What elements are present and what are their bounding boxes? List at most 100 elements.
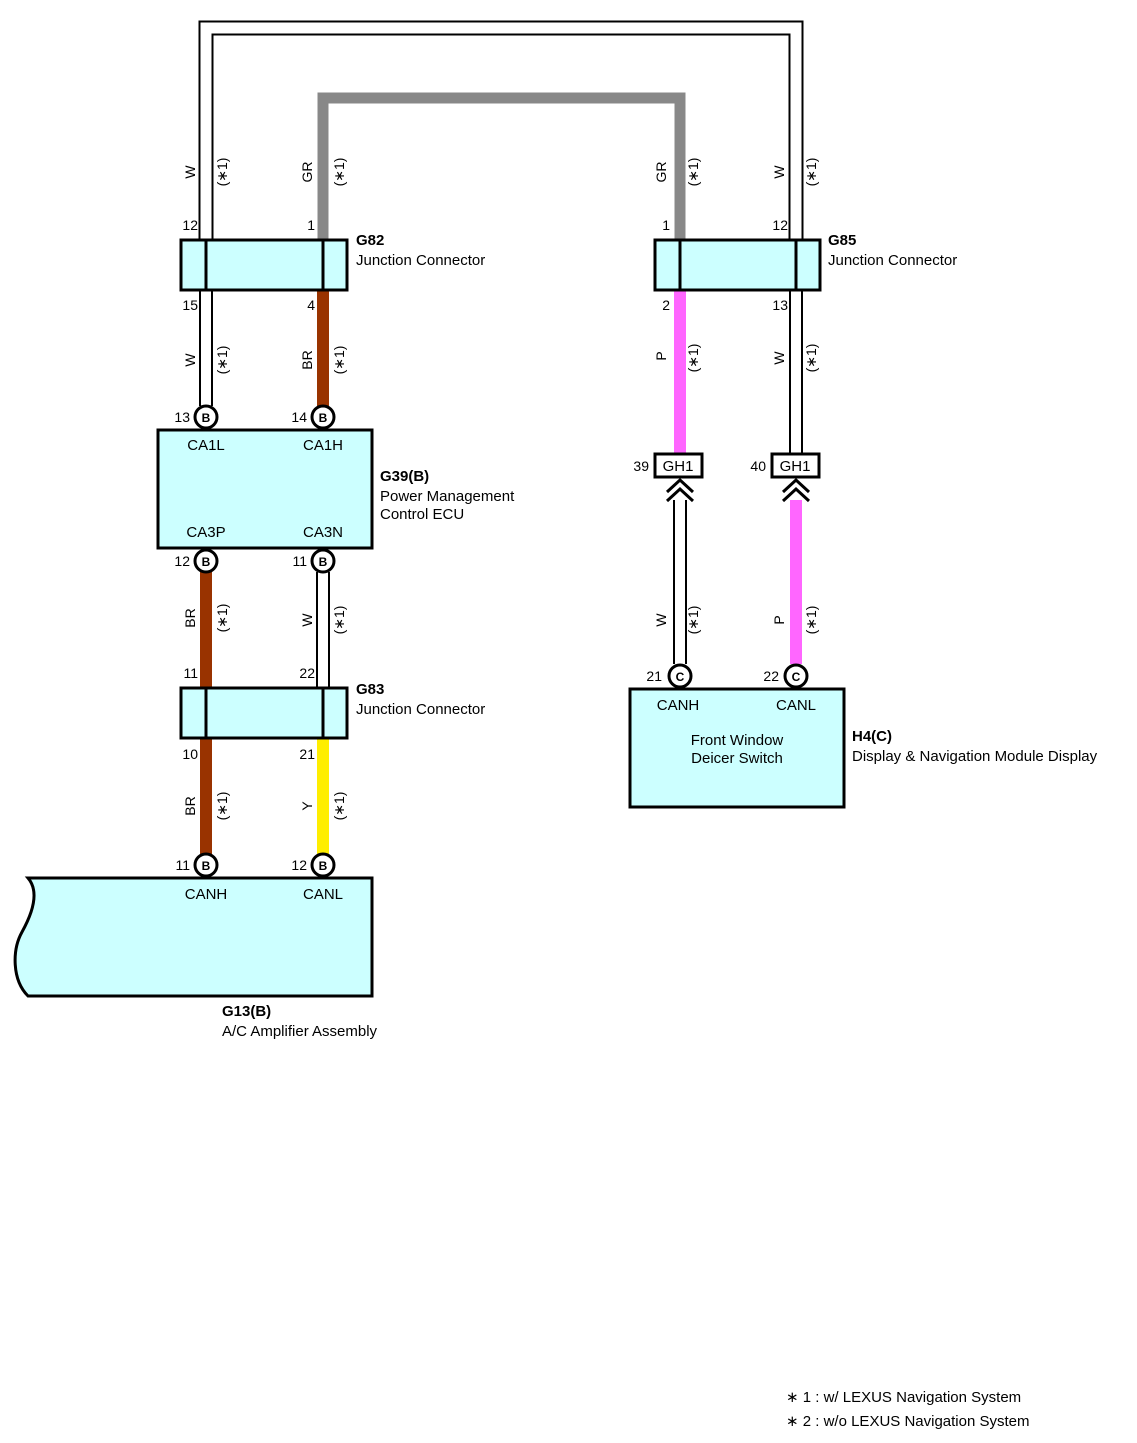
pin-number: 12 [182, 217, 198, 233]
terminal-circle: C [667, 663, 693, 689]
wire-note: (∗1) [214, 792, 230, 821]
wire-label: P [771, 615, 787, 624]
pin-number: 12 [174, 553, 190, 569]
pin-number: 12 [772, 217, 788, 233]
wire-label: BR [299, 350, 315, 369]
wire-note: (∗1) [803, 158, 819, 187]
svg-text:B: B [319, 411, 328, 425]
wire-label: W [653, 613, 669, 627]
terminal-circle: B [310, 404, 336, 430]
pin-number: 15 [182, 297, 198, 313]
wire-label: W [182, 353, 198, 367]
terminal-circle: C [783, 663, 809, 689]
wire-note: (∗1) [803, 606, 819, 635]
wire-label: BR [182, 608, 198, 627]
pin-number: 13 [772, 297, 788, 313]
component-inner-label: Deicer Switch [691, 750, 783, 767]
wire-note: (∗1) [331, 606, 347, 635]
pin-number: 40 [750, 458, 766, 474]
wire-note: (∗1) [331, 346, 347, 375]
footnote-2: ∗ 2 : w/o LEXUS Navigation System [786, 1413, 1030, 1430]
component-code: G39(B) [380, 468, 429, 485]
wire-label: Y [299, 801, 315, 811]
pin-number: 1 [307, 217, 315, 233]
terminal-name: CA3N [303, 524, 343, 541]
footnote-1: ∗ 1 : w/ LEXUS Navigation System [786, 1389, 1021, 1406]
inline-connector-gh1-left: GH1 [653, 452, 704, 503]
pin-number: 2 [662, 297, 670, 313]
component-code: H4(C) [852, 728, 892, 745]
svg-text:GH1: GH1 [663, 458, 694, 475]
wire-note: (∗1) [331, 158, 347, 187]
pin-number: 13 [174, 409, 190, 425]
pin-number: 10 [182, 746, 198, 762]
component-code: G83 [356, 681, 384, 698]
junction-connector-g83 [179, 686, 349, 740]
pin-number: 12 [291, 857, 307, 873]
pin-number: 39 [633, 458, 649, 474]
component-name: A/C Amplifier Assembly [222, 1023, 378, 1040]
junction-connector-g85 [653, 238, 822, 292]
pin-number: 22 [299, 665, 315, 681]
wire-label: W [771, 165, 787, 179]
component-name: Junction Connector [356, 701, 485, 718]
pin-number: 11 [292, 553, 307, 569]
terminal-name: CANH [657, 697, 700, 714]
svg-text:GH1: GH1 [780, 458, 811, 475]
component-name: Power Management [380, 488, 515, 505]
wire-note: (∗1) [685, 158, 701, 187]
terminal-name: CA1L [187, 437, 225, 454]
terminal-circle: B [310, 548, 336, 574]
wire-note: (∗1) [214, 346, 230, 375]
svg-text:B: B [319, 859, 328, 873]
pin-number: 22 [763, 668, 779, 684]
terminal-name: CA1H [303, 437, 343, 454]
wire-label: BR [182, 796, 198, 815]
pin-number: 14 [291, 409, 307, 425]
component-name: Display & Navigation Module Display [852, 748, 1098, 765]
terminal-circle: B [310, 852, 336, 878]
ecu-g39 [156, 428, 374, 550]
wire-note: (∗1) [685, 344, 701, 373]
component-name: Junction Connector [828, 252, 957, 269]
wire-label: W [299, 613, 315, 627]
component-code: G13(B) [222, 1003, 271, 1020]
wire-note: (∗1) [685, 606, 701, 635]
pin-number: 4 [307, 297, 315, 313]
svg-text:B: B [202, 411, 211, 425]
terminal-name: CANL [776, 697, 816, 714]
pin-number: 21 [646, 668, 662, 684]
svg-text:B: B [319, 555, 328, 569]
wire-label: P [653, 351, 669, 360]
wire-label: W [182, 165, 198, 179]
junction-connector-g82 [179, 238, 349, 292]
wire-gr-loop [317, 92, 686, 240]
svg-text:C: C [676, 670, 685, 684]
wire-note: (∗1) [214, 604, 230, 633]
inline-connector-gh1-right: GH1 [770, 452, 821, 503]
display-module-h4 [628, 687, 846, 809]
component-code: G82 [356, 232, 384, 249]
pin-number: 11 [183, 665, 198, 681]
wire-w-loop [198, 20, 804, 240]
terminal-name: CANL [303, 886, 343, 903]
amplifier-g13 [13, 876, 374, 998]
terminal-circle: B [193, 852, 219, 878]
component-name: Control ECU [380, 506, 464, 523]
svg-text:C: C [792, 670, 801, 684]
svg-text:B: B [202, 859, 211, 873]
svg-text:B: B [202, 555, 211, 569]
wire-note: (∗1) [803, 344, 819, 373]
wire-label: GR [299, 162, 315, 183]
component-inner-label: Front Window [691, 732, 784, 749]
wire-label: W [771, 351, 787, 365]
component-name: Junction Connector [356, 252, 485, 269]
wire-note: (∗1) [214, 158, 230, 187]
wire-note: (∗1) [331, 792, 347, 821]
component-code: G85 [828, 232, 856, 249]
wire-label: GR [653, 162, 669, 183]
pin-number: 21 [299, 746, 315, 762]
terminal-circle: B [193, 548, 219, 574]
pin-number: 11 [175, 857, 190, 873]
